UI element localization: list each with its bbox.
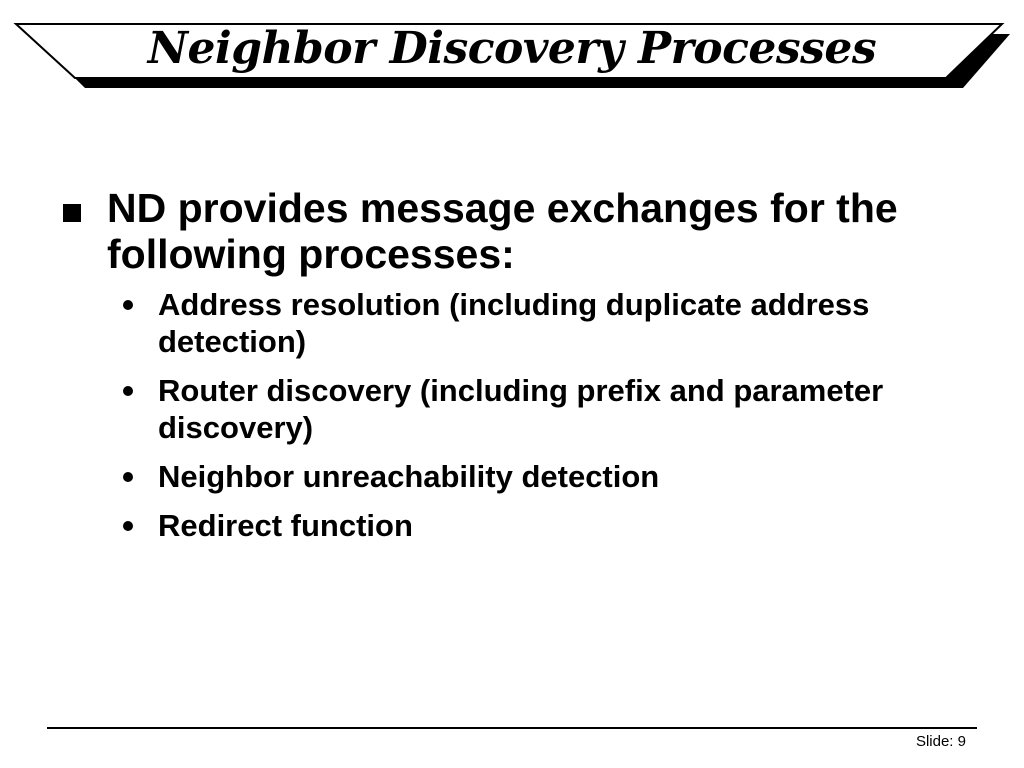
- slide-title: Neighbor Discovery Processes: [147, 23, 877, 74]
- main-bullet-item: ND provides message exchanges for the fo…: [60, 185, 960, 277]
- square-bullet-icon: [63, 204, 81, 222]
- sub-bullet-item: Address resolution (including duplicate …: [123, 286, 960, 360]
- round-bullet-icon: [123, 521, 133, 531]
- sub-bullet-item: Redirect function: [123, 507, 960, 544]
- sub-bullet-item: Neighbor unreachability detection: [123, 458, 960, 495]
- slide-body: ND provides message exchanges for the fo…: [60, 185, 960, 556]
- round-bullet-icon: [123, 472, 133, 482]
- round-bullet-icon: [123, 386, 133, 396]
- main-bullet-text: ND provides message exchanges for the fo…: [107, 185, 898, 277]
- sub-bullet-text: Router discovery (including prefix and p…: [158, 373, 884, 445]
- sub-bullet-item: Router discovery (including prefix and p…: [123, 372, 960, 446]
- sub-bullet-text: Neighbor unreachability detection: [158, 459, 660, 494]
- round-bullet-icon: [123, 300, 133, 310]
- title-banner: [13, 23, 1010, 88]
- sub-bullet-text: Redirect function: [158, 508, 413, 543]
- footer-divider: [47, 727, 977, 729]
- sub-bullet-list: Address resolution (including duplicate …: [60, 286, 960, 544]
- title-banner-frame: [13, 23, 1005, 79]
- sub-bullet-text: Address resolution (including duplicate …: [158, 287, 870, 359]
- slide-number: Slide: 9: [915, 733, 966, 750]
